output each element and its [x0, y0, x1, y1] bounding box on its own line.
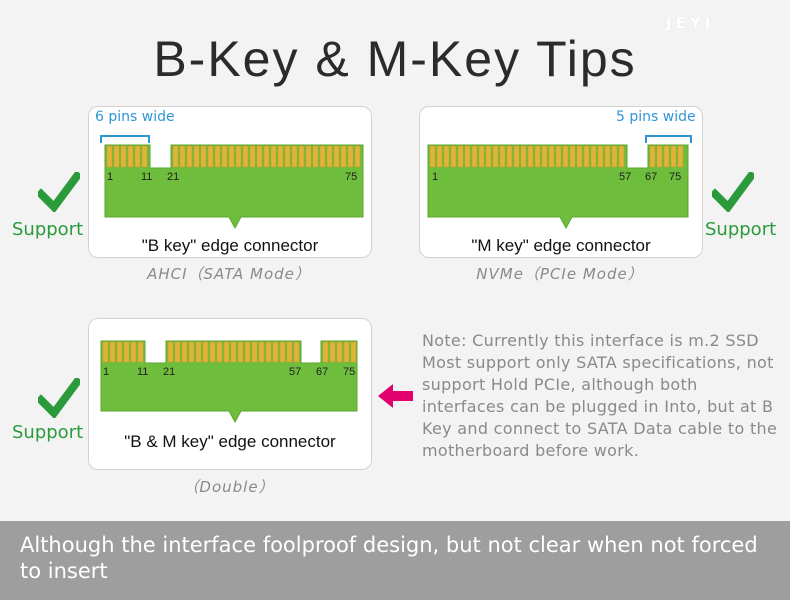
pin-label: 1: [107, 171, 113, 183]
pin-label: 75: [345, 171, 357, 183]
pin-label: 21: [163, 366, 175, 378]
m-key-card: 5 pins wide 1 57 67 75 "M key" edge conn…: [419, 106, 703, 258]
m-key-connector-diagram: 1 57 67 75: [427, 135, 692, 230]
support-label-bm-key: Support: [12, 422, 84, 443]
bm-key-card: 1 11 21 57 67 75 "B & M key" edge connec…: [88, 318, 372, 470]
pin-label: 75: [343, 366, 355, 378]
pin-label: 67: [645, 171, 657, 183]
footer-bar: [0, 521, 790, 600]
bm-key-caption: "B & M key" edge connector: [124, 432, 336, 451]
pin-label: 57: [289, 366, 301, 378]
pin-label: 1: [432, 171, 438, 183]
page-title: B-Key & M-Key Tips: [153, 31, 637, 87]
pin-label: 75: [669, 171, 681, 183]
support-check-b-key: [35, 170, 83, 217]
pin-label: 57: [619, 171, 631, 183]
brand-logo: JEYI: [666, 14, 715, 32]
check-icon: [709, 170, 757, 214]
bm-key-connector-diagram: 1 11 21 57 67 75: [100, 340, 358, 424]
pin-label: 67: [316, 366, 328, 378]
pin-label: 11: [137, 366, 148, 378]
footer-text: Although the interface foolproof design,…: [20, 533, 758, 583]
arrow-left-icon: [378, 384, 414, 413]
support-check-m-key: [709, 170, 757, 217]
b-key-mode: AHCI（SATA Mode）: [147, 265, 311, 283]
check-icon: [35, 376, 83, 420]
support-check-bm-key: [35, 376, 83, 423]
b-key-caption: "B key" edge connector: [141, 236, 319, 255]
support-label-b-key: Support: [12, 219, 84, 240]
m-key-width-label: 5 pins wide: [616, 109, 696, 125]
pin-label: 1: [103, 366, 109, 378]
note-text: Note: Currently this interface is m.2 SS…: [422, 331, 778, 460]
support-label-m-key: Support: [705, 219, 777, 240]
pin-label: 11: [141, 171, 152, 183]
b-key-connector-diagram: 1 11 21 75: [100, 135, 364, 230]
bm-key-mode: （Double）: [183, 478, 275, 496]
b-key-width-label: 6 pins wide: [95, 109, 175, 125]
pin-label: 21: [167, 171, 179, 183]
m-key-mode: NVMe（PCIe Mode）: [476, 265, 644, 283]
b-key-card: 6 pins wide 1 11 21 75 "B key" edge conn…: [88, 106, 372, 258]
m-key-caption: "M key" edge connector: [471, 236, 651, 255]
check-icon: [35, 170, 83, 214]
